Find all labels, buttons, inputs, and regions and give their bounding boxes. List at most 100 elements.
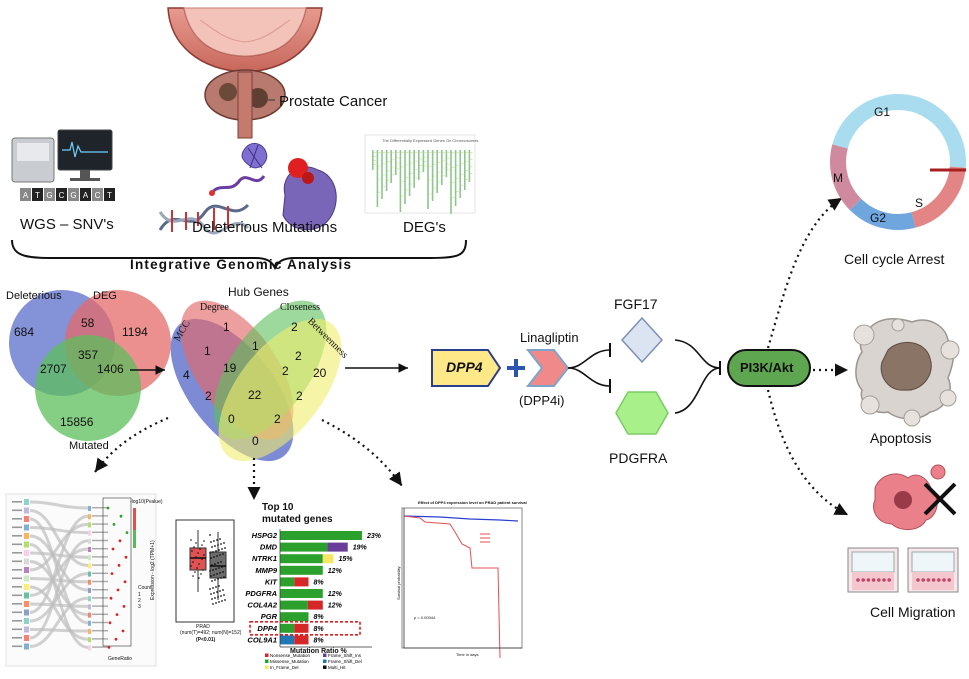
mutation-bar xyxy=(280,554,323,564)
mutation-gene-label: HSPG2 xyxy=(252,531,278,540)
venn-count: 2707 xyxy=(40,362,67,376)
fgf17-to-pi3k-line xyxy=(674,339,721,369)
chromosome-bar xyxy=(399,150,402,212)
mutation-gene-label: DMD xyxy=(260,543,278,552)
mutation-gene-label: PGR xyxy=(261,612,278,621)
hub-count: 2 xyxy=(205,389,212,403)
mutation-pct-label: 12% xyxy=(328,568,343,575)
survival-panel xyxy=(401,507,523,659)
sankey-count-value: 1 xyxy=(138,592,141,598)
hub-count: 2 xyxy=(291,320,298,334)
chromosome-bar xyxy=(427,150,429,209)
mutation-bar xyxy=(322,554,334,564)
dpp4-box xyxy=(431,349,502,387)
phase-g2: G2 xyxy=(870,211,887,225)
chromosome-bar xyxy=(372,150,374,170)
cell-cycle-ring xyxy=(830,94,966,230)
mutation-bar xyxy=(294,635,309,645)
mutation-axis-title: Mutation Ratio % xyxy=(290,648,347,655)
box-caption-3: (P<0.01) xyxy=(196,637,216,643)
dna-base-letter: A xyxy=(83,191,89,200)
chromosome-bar xyxy=(450,150,452,214)
box-caption-2: (num(T)=492; num(N)=152) xyxy=(180,630,242,636)
mutation-gene-label: KIT xyxy=(265,577,279,586)
dna-base-letter: C xyxy=(59,191,65,200)
mutation-title: Top 10 mutated genes xyxy=(262,502,333,525)
mutation-bar xyxy=(280,542,328,552)
cell-cycle-arrest-label: Cell cycle Arrest xyxy=(844,251,945,267)
dna-base-letter: T xyxy=(107,191,112,200)
pdgfra-label: PDGFRA xyxy=(609,450,668,466)
pi3k-akt-box xyxy=(727,349,811,387)
mutation-pct-label: 8% xyxy=(314,626,325,633)
sequencer-icon xyxy=(11,129,113,183)
mutation-legend-entry: In_Frame_Del xyxy=(270,665,299,670)
prostate-cancer-label: Prostate Cancer xyxy=(279,93,388,110)
venn-circle-mutated xyxy=(35,335,141,441)
deg-thumb-title: The Differentially Expressed Genes On Ch… xyxy=(382,138,479,143)
arrow-to-cell-cycle xyxy=(766,197,843,349)
deleterious-mutations-label: Deleterious Mutations xyxy=(192,219,338,236)
hub-count: 22 xyxy=(248,388,262,402)
hub-count: 2 xyxy=(295,349,302,363)
arrow-to-survival xyxy=(321,419,403,487)
box-ylabel: Expression - log2 (TPM+1) xyxy=(150,540,156,600)
chromosome-bar xyxy=(431,150,434,201)
survival-curve-low xyxy=(403,515,519,522)
chromosome-bar xyxy=(390,150,392,183)
survival-xlabel: Time in days xyxy=(456,652,479,657)
hub-count: 1 xyxy=(223,320,230,334)
fgf17-label: FGF17 xyxy=(614,296,658,312)
integrative-label: Integrative Genomic Analysis xyxy=(130,257,353,272)
fgf17-diamond xyxy=(620,316,664,364)
pdgfra-hexagon xyxy=(615,391,669,435)
deg-chromosome-thumbnail xyxy=(364,134,476,214)
pi3k-akt-label: PI3K/Akt xyxy=(740,360,794,375)
venn-count: 58 xyxy=(81,316,95,330)
chromosome-bar xyxy=(408,150,411,196)
mutation-bar xyxy=(280,600,308,610)
hub-method-closeness: Closeness xyxy=(280,302,320,313)
dna-base-letter: C xyxy=(95,191,101,200)
hub-genes-title: Hub Genes xyxy=(228,285,289,299)
dpp4-label: DPP4 xyxy=(446,359,483,375)
hub-set-betweenness xyxy=(218,318,342,462)
venn-count: 1194 xyxy=(122,325,148,339)
hub-count: 1 xyxy=(204,344,211,358)
prostate-illustration xyxy=(167,7,323,139)
chromosome-bar xyxy=(459,150,461,198)
chromosome-bar xyxy=(464,150,466,190)
mutation-bar xyxy=(280,623,295,633)
mutation-gene-label: PDGFRA xyxy=(245,589,277,598)
mutation-gene-label: COL9A1 xyxy=(247,635,277,644)
dpp4-highlight-box xyxy=(249,620,361,636)
chromosome-bar xyxy=(413,150,415,188)
mutation-gene-label: COL4A2 xyxy=(247,601,277,610)
mutation-bar xyxy=(280,531,362,540)
dna-protein-illustration xyxy=(158,143,337,235)
degs-label: DEG's xyxy=(403,219,446,236)
sankey-legend-title: -log10(Pvalue) xyxy=(130,499,163,505)
sankey-count-value: 3 xyxy=(138,604,141,610)
mutation-gene-label: MMP9 xyxy=(255,566,277,575)
venn-count: 357 xyxy=(78,348,99,362)
mutation-pct-label: 8% xyxy=(314,614,325,621)
chromosome-bar xyxy=(385,150,388,191)
migration-illustration xyxy=(847,464,959,593)
chromosome-bar xyxy=(418,150,420,180)
venn-count: 1406 xyxy=(97,362,124,376)
survival-curve-high xyxy=(403,515,501,659)
mutation-pct-label: 19% xyxy=(353,545,368,552)
sankey-count-value: 2 xyxy=(138,598,141,604)
chromosome-bar xyxy=(441,150,443,185)
wgs-label: WGS – SNV's xyxy=(20,216,114,233)
chromosome-bar xyxy=(395,150,397,175)
hub-count: 0 xyxy=(252,434,259,448)
mutation-pct-label: 15% xyxy=(338,556,353,563)
survival-title: Effect of DPP4 expression level on PRAD … xyxy=(418,500,527,505)
hub-count: 20 xyxy=(313,366,327,380)
mutation-pct-label: 12% xyxy=(328,591,343,598)
chromosome-bar xyxy=(468,150,471,182)
